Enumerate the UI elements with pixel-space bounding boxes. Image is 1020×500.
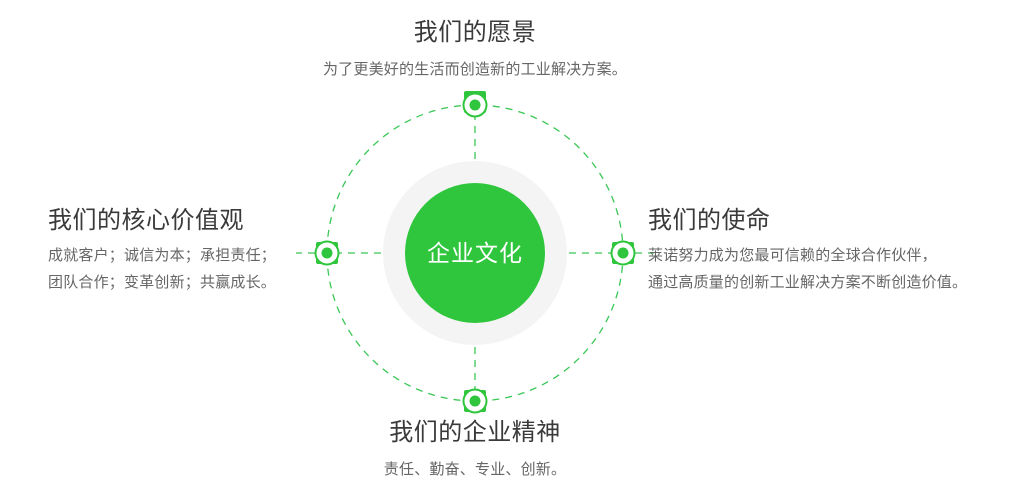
mission-title: 我们的使命 bbox=[648, 207, 771, 234]
node-bottom-dot bbox=[469, 395, 481, 407]
core-values-line-2: 团队合作；变革创新；共赢成长。 bbox=[48, 274, 277, 291]
node-right-dot bbox=[617, 247, 629, 259]
corporate-spirit-line-1: 责任、勤奋、专业、创新。 bbox=[383, 461, 567, 478]
center-green-disc bbox=[405, 183, 545, 323]
orbit-node-right[interactable] bbox=[610, 240, 636, 266]
vision-title: 我们的愿景 bbox=[413, 19, 537, 46]
orbit-node-left[interactable] bbox=[314, 240, 340, 266]
core-values-line-1: 成就客户；诚信为本；承担责任； bbox=[48, 247, 277, 264]
core-values-title: 我们的核心价值观 bbox=[48, 207, 244, 234]
vision-line-1: 为了更美好的生活而创造新的工业解决方案。 bbox=[322, 61, 627, 78]
mission-line-2: 通过高质量的创新工业解决方案不断创造价值。 bbox=[648, 274, 968, 291]
mission-block: 我们的使命 莱诺努力成为您最可信赖的全球合作伙伴， 通过高质量的创新工业解决方案… bbox=[648, 206, 1020, 296]
node-top-dot bbox=[469, 99, 481, 111]
core-values-block: 我们的核心价值观 成就客户；诚信为本；承担责任； 团队合作；变革创新；共赢成长。 bbox=[0, 206, 292, 296]
corporate-spirit-title: 我们的企业精神 bbox=[389, 419, 561, 446]
vision-block: 我们的愿景 为了更美好的生活而创造新的工业解决方案。 bbox=[175, 18, 775, 83]
corporate-spirit-block: 我们的企业精神 责任、勤奋、专业、创新。 bbox=[175, 418, 775, 483]
node-left-dot bbox=[321, 247, 333, 259]
mission-line-1: 莱诺努力成为您最可信赖的全球合作伙伴， bbox=[648, 247, 937, 264]
orbit-node-top[interactable] bbox=[462, 91, 488, 118]
orbit-node-bottom[interactable] bbox=[462, 388, 488, 414]
